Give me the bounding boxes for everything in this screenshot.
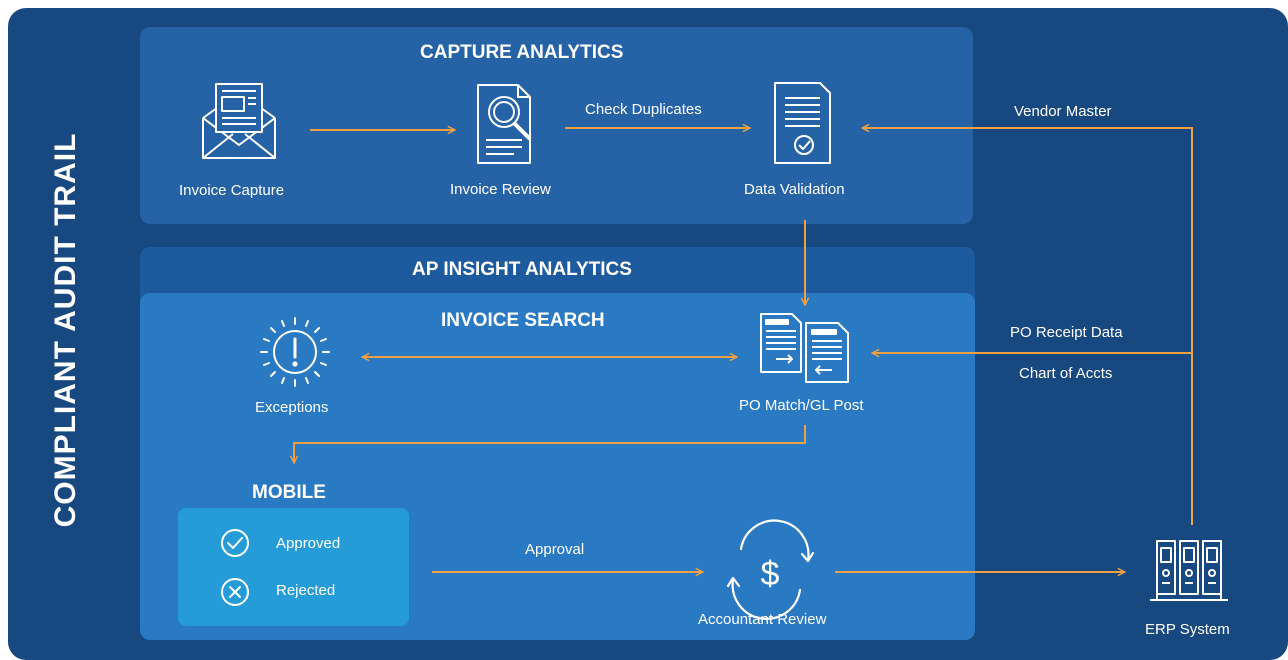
po-match-to-mobile-connector <box>294 425 806 463</box>
exceptions-label: Exceptions <box>255 399 329 416</box>
alert-burst-icon <box>260 317 330 387</box>
invoice-search-heading: INVOICE SEARCH <box>441 310 605 331</box>
po-receipt-label: PO Receipt Data <box>1010 324 1123 341</box>
server-rack-icon <box>1150 540 1228 601</box>
erp-vendor-master-connector <box>862 128 1193 525</box>
rejected-label: Rejected <box>276 582 336 599</box>
chart-of-accts-label: Chart of Accts <box>1019 365 1113 382</box>
data-validation-label: Data Validation <box>744 181 845 198</box>
exchange-documents-icon <box>760 313 849 383</box>
svg-text:$: $ <box>761 555 780 593</box>
check-circle-icon <box>221 529 249 557</box>
capture-analytics-heading: CAPTURE ANALYTICS <box>420 42 624 63</box>
ap-insight-heading: AP INSIGHT ANALYTICS <box>412 259 632 280</box>
vendor-master-label: Vendor Master <box>1014 103 1112 120</box>
dollar-cycle-icon: $ <box>726 519 815 620</box>
invoice-review-label: Invoice Review <box>450 181 551 198</box>
x-circle-icon <box>221 578 249 606</box>
erp-system-label: ERP System <box>1145 621 1230 638</box>
magnifier-document-icon <box>477 84 532 164</box>
mobile-heading: MOBILE <box>252 482 326 503</box>
mobile-panel <box>178 508 409 626</box>
invoice-capture-label: Invoice Capture <box>179 182 285 199</box>
checked-document-icon <box>774 82 831 164</box>
check-duplicates-label: Check Duplicates <box>585 101 702 118</box>
approved-label: Approved <box>276 535 341 552</box>
capture-analytics-panel <box>140 27 973 224</box>
po-match-label: PO Match/GL Post <box>739 397 864 414</box>
approval-label: Approval <box>525 541 585 558</box>
envelope-invoice-icon <box>202 83 276 159</box>
